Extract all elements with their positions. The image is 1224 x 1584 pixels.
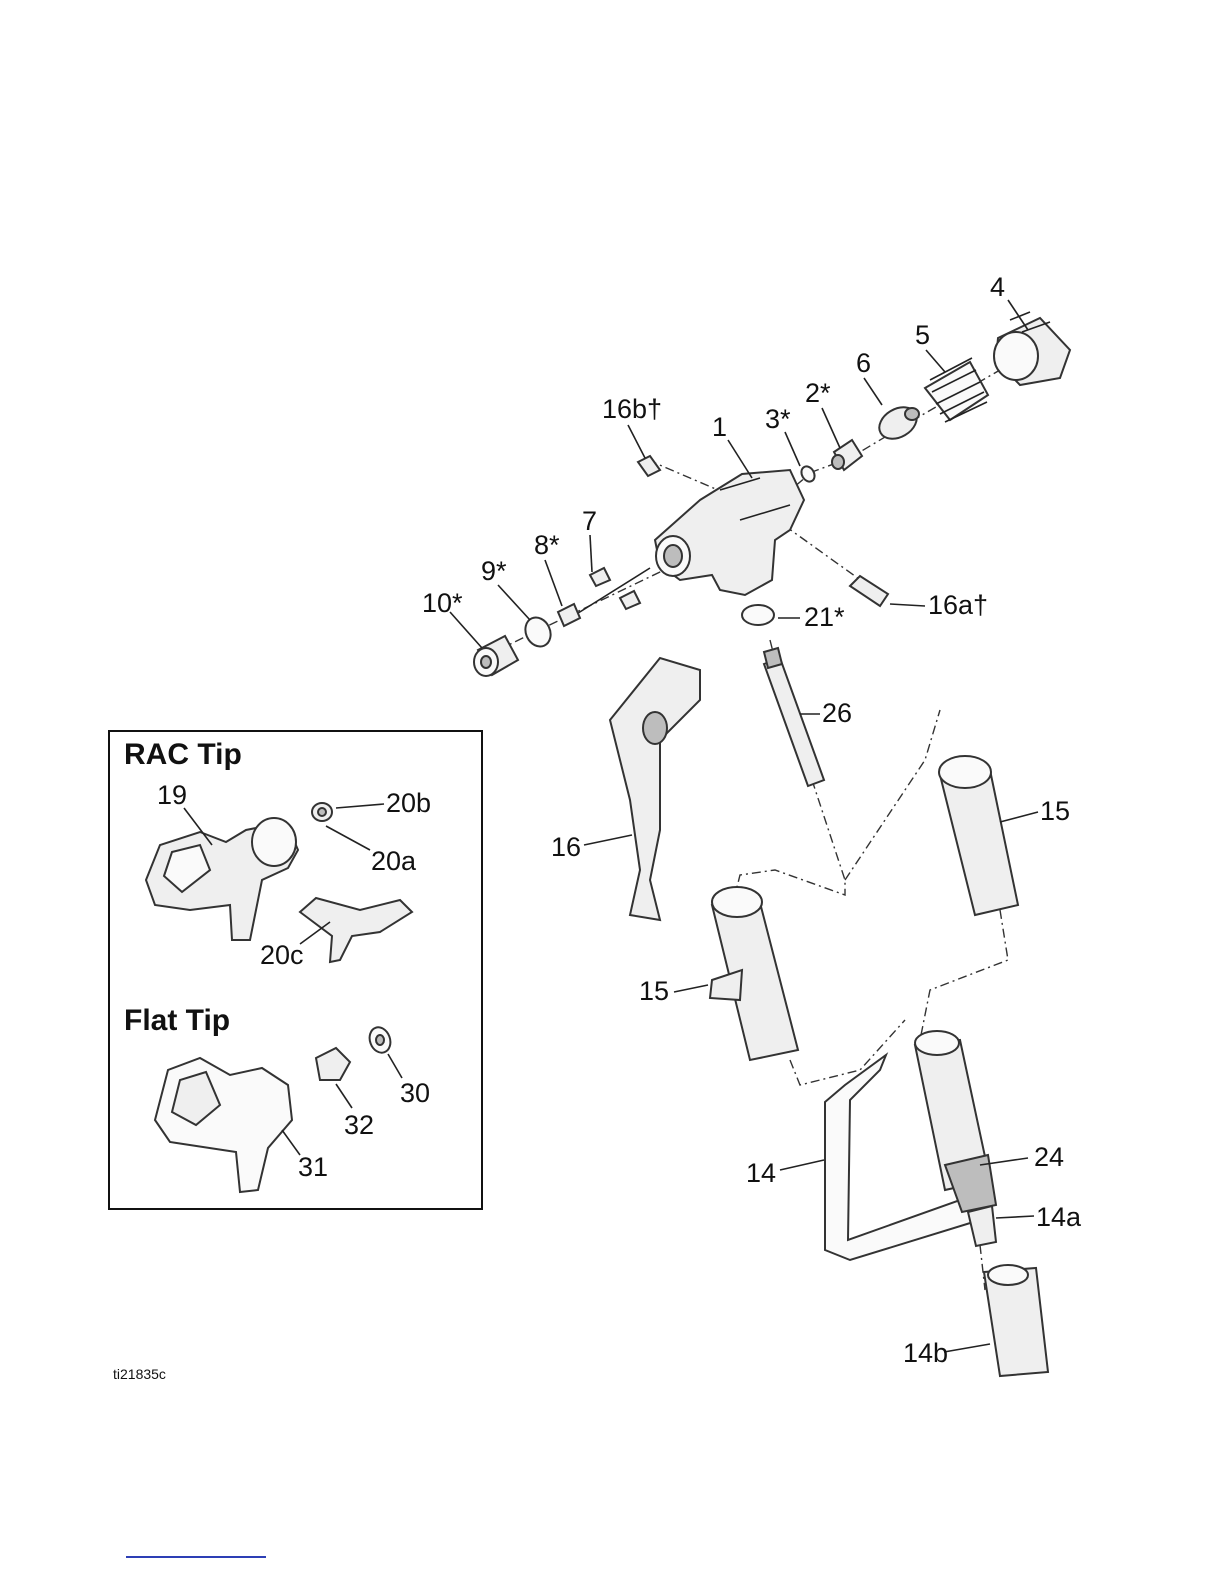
part-2-seat — [832, 440, 862, 470]
callout-1: 1 — [712, 412, 727, 442]
callout-14b: 14b — [903, 1338, 948, 1368]
part-10-housing — [474, 636, 518, 676]
part-6-plate — [874, 401, 923, 445]
callout-20c: 20c — [260, 940, 304, 970]
callout-8: 8* — [534, 530, 560, 560]
tip-inset: RAC Tip Flat Tip — [109, 731, 482, 1209]
part-26-filter — [764, 648, 824, 786]
callout-7: 7 — [582, 506, 597, 536]
callout-19: 19 — [157, 780, 187, 810]
callout-20a: 20a — [371, 846, 417, 876]
callout-15-left: 15 — [639, 976, 669, 1006]
part-5-spring — [925, 358, 988, 422]
part-16-trigger — [610, 658, 700, 920]
part-8-seal — [558, 604, 580, 626]
footer-rule — [126, 1556, 266, 1558]
callout-15-right: 15 — [1040, 796, 1070, 826]
callout-32: 32 — [344, 1110, 374, 1140]
callout-4: 4 — [990, 272, 1005, 302]
callout-26: 26 — [822, 698, 852, 728]
callout-16a: 16a† — [928, 590, 988, 620]
callout-6: 6 — [856, 348, 871, 378]
callout-30: 30 — [400, 1078, 430, 1108]
callout-16b: 16b† — [602, 394, 662, 424]
callout-2: 2* — [805, 378, 831, 408]
part-4-nut — [994, 312, 1070, 385]
callout-leaders — [450, 300, 1038, 1352]
callout-3: 3* — [765, 404, 791, 434]
part-15-handle-left — [710, 887, 798, 1060]
part-14b-fitting — [984, 1265, 1048, 1376]
callout-10: 10* — [422, 588, 463, 618]
part-15-handle-right — [939, 756, 1018, 915]
callout-5: 5 — [915, 320, 930, 350]
figure-id: ti21835c — [113, 1366, 166, 1382]
callout-14: 14 — [746, 1158, 776, 1188]
part-16a-pin — [850, 576, 888, 606]
inset-title-flat: Flat Tip — [124, 1004, 230, 1037]
part-9-ring — [521, 613, 555, 650]
part-16b-pin — [638, 456, 660, 476]
part-20ab-seal — [312, 803, 332, 821]
callout-20b: 20b — [386, 788, 431, 818]
callout-21: 21* — [804, 602, 845, 632]
callout-9: 9* — [481, 556, 507, 586]
callout-31: 31 — [298, 1152, 328, 1182]
part-21-ring — [742, 605, 774, 625]
callout-16: 16 — [551, 832, 581, 862]
callout-24: 24 — [1034, 1142, 1064, 1172]
part-7-screws — [575, 568, 650, 615]
part-1-gun-body — [655, 470, 804, 595]
callout-14a: 14a — [1036, 1202, 1082, 1232]
inset-title-rac: RAC Tip — [124, 738, 242, 771]
